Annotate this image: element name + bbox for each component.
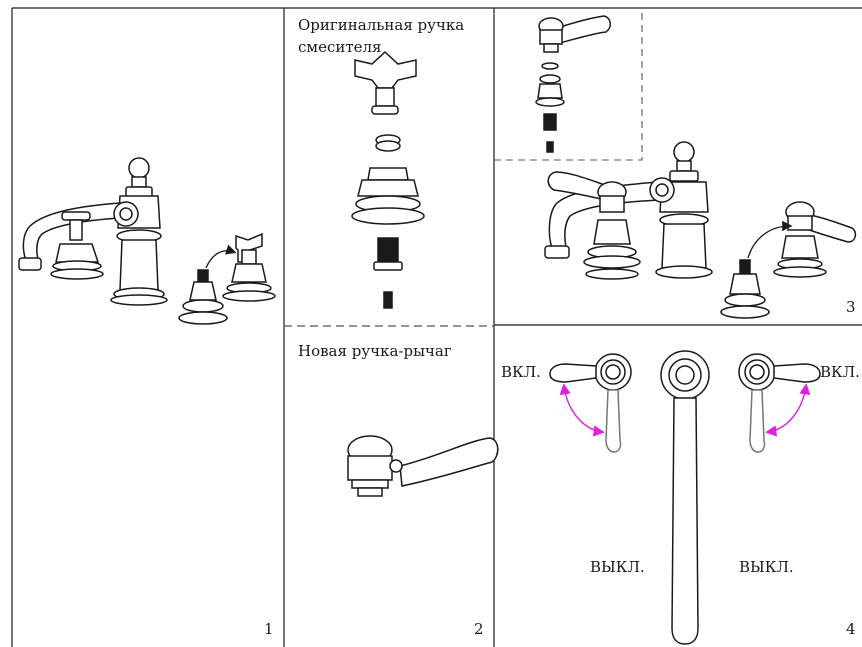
panel-2-caption-original: Оригинальная ручка смесителя [298,16,465,56]
panel-1-faucet-illustration [18,157,276,325]
panel-4-off-right-label: ВЫКЛ. [739,558,794,576]
panel-2-caption-new: Новая ручка-рычаг [298,342,452,360]
panel-4-arrow-right [765,383,811,437]
panel-1-number: 1 [264,620,274,638]
panel-4-number: 4 [846,620,856,638]
panel-2-exploded-parts [347,50,499,497]
panel-3-illustration [535,15,857,319]
panel-3-arrow [747,220,793,259]
panel-3-number: 3 [846,298,856,316]
panel-borders [11,7,862,647]
panel-4-on-left-label: ВКЛ. [501,363,541,381]
panel-2-number: 2 [474,620,484,638]
panel-4-illustration [549,350,821,645]
panel-4-on-right-label: ВКЛ. [820,363,860,381]
panel-1-arrow [205,244,237,269]
panel-4-off-left-label: ВЫКЛ. [590,558,645,576]
panel-3-inset-box [494,8,643,161]
panel-4-arrow-left [559,383,605,437]
